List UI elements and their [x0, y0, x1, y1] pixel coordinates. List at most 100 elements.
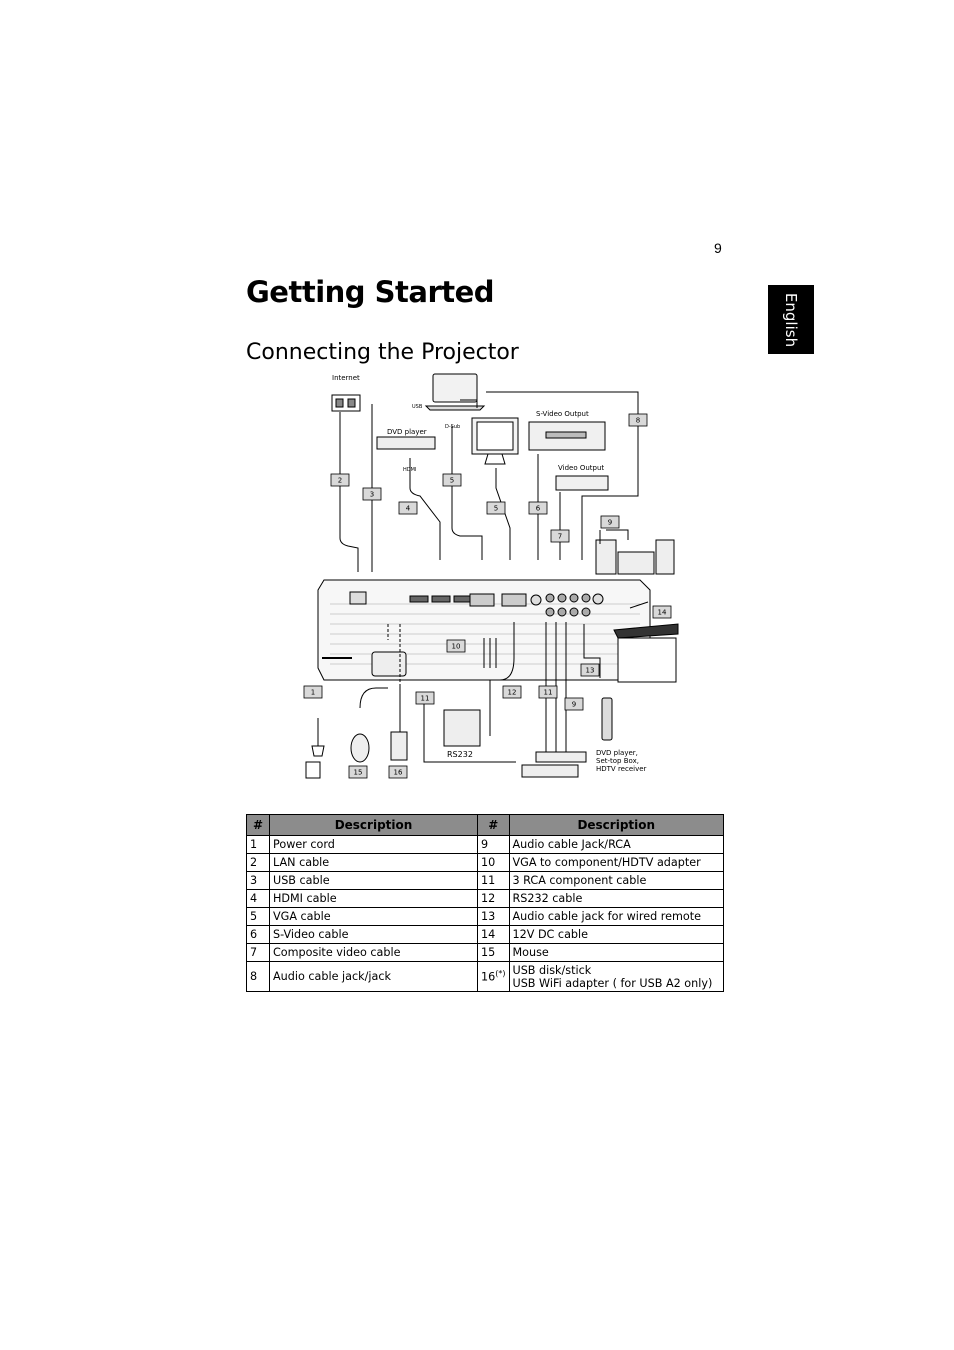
- item-number-value: 16: [481, 970, 496, 984]
- item-number-value: 13: [481, 910, 496, 923]
- item-description: RS232 cable: [508, 889, 724, 908]
- label-s-video-output: S-Video Output: [536, 410, 589, 418]
- item-number: 9: [477, 835, 510, 854]
- label-dsub: D-Sub: [445, 424, 460, 430]
- callout-box: [564, 697, 584, 711]
- callout-number: 10: [452, 643, 461, 651]
- callout-number: 12: [508, 689, 517, 697]
- item-description-line: USB disk/stick: [512, 963, 592, 977]
- item-number: 6: [246, 925, 270, 944]
- label-hdmi: HDMI: [403, 467, 416, 473]
- item-description-line: Mouse: [512, 946, 549, 959]
- callout-box: [388, 765, 408, 779]
- callout-box: [538, 685, 558, 699]
- power-outlet-icon: [305, 761, 321, 779]
- item-description: Audio cable jack for wired remote: [508, 907, 724, 926]
- callout-box: [362, 487, 382, 501]
- callout-number: 2: [338, 477, 342, 485]
- callout-box: [580, 663, 600, 677]
- remote-icon: [601, 697, 613, 741]
- callout-number: 7: [558, 533, 562, 541]
- item-number-value: 9: [481, 838, 489, 851]
- callout-number: 8: [636, 417, 640, 425]
- item-description: LAN cable: [269, 853, 478, 872]
- callout-number: 3: [370, 491, 374, 499]
- item-description-line: Audio cable Jack/RCA: [512, 838, 631, 851]
- callout-number: 4: [406, 505, 411, 513]
- header-description-2: Description: [508, 814, 724, 836]
- label-rs232: RS232: [447, 750, 473, 759]
- item-number: 2: [246, 853, 270, 872]
- callout-number: 13: [586, 667, 595, 675]
- item-number: 1: [246, 835, 270, 854]
- item-number-value: 12: [481, 892, 496, 905]
- item-description: 12V DC cable: [508, 925, 724, 944]
- callout-number: 11: [544, 689, 553, 697]
- callout-box: [330, 473, 350, 487]
- item-number: 11: [477, 871, 510, 890]
- callout-number: 1: [311, 689, 315, 697]
- callout-number: 11: [421, 695, 430, 703]
- callout-number: 5: [494, 505, 498, 513]
- callout-box: [528, 501, 548, 515]
- item-description: Power cord: [269, 835, 478, 854]
- callout-number: 6: [536, 505, 541, 513]
- item-number: 14: [477, 925, 510, 944]
- item-description-line: RS232 cable: [512, 892, 583, 905]
- item-number: 3: [246, 871, 270, 890]
- callout-box: [398, 501, 418, 515]
- language-tab-label: English: [782, 292, 801, 347]
- video-source-icon: [555, 475, 609, 491]
- item-description: Composite video cable: [269, 943, 478, 962]
- item-description: VGA to component/HDTV adapter: [508, 853, 724, 872]
- item-number: 13: [477, 907, 510, 926]
- item-number: 7: [246, 943, 270, 962]
- usb-stick-icon: [390, 731, 408, 761]
- item-description: Audio cable jack/jack: [269, 961, 478, 992]
- callout-box: [600, 515, 620, 529]
- item-number-value: 10: [481, 856, 496, 869]
- callout-box: [446, 639, 466, 653]
- label-video-output: Video Output: [558, 464, 604, 472]
- footnote-marker: (*): [495, 969, 506, 979]
- item-description-line: Audio cable jack for wired remote: [512, 910, 702, 923]
- table-header-row: # Description # Description: [246, 814, 724, 836]
- item-description-line: USB WiFi adapter ( for USB A2 only): [512, 976, 713, 990]
- callout-box: [550, 529, 570, 543]
- header-number-2: #: [477, 814, 510, 836]
- callout-box: [486, 501, 506, 515]
- callout-box: [652, 605, 672, 619]
- item-description: S-Video cable: [269, 925, 478, 944]
- item-number-value: 14: [481, 928, 496, 941]
- callout-box: [415, 691, 435, 705]
- item-description: Mouse: [508, 943, 724, 962]
- callout-number: 5: [450, 477, 454, 485]
- callout-box: [502, 685, 522, 699]
- item-description: USB cable: [269, 871, 478, 890]
- item-number: 16(*): [477, 961, 510, 992]
- header-number-1: #: [246, 814, 270, 836]
- item-number: 12: [477, 889, 510, 908]
- item-description-line: 12V DC cable: [512, 928, 589, 941]
- callout-number: 9: [608, 519, 612, 527]
- header-description-1: Description: [269, 814, 478, 836]
- laptop-icon: [432, 373, 478, 403]
- item-description: 3 RCA component cable: [508, 871, 724, 890]
- item-number-value: 15: [481, 946, 496, 959]
- label-dvd-player: DVD player: [387, 428, 427, 436]
- label-dvd-settop-2: Set-top Box,: [596, 757, 639, 765]
- rs232-device-icon: [443, 709, 481, 747]
- item-number: 4: [246, 889, 270, 908]
- callout-number: 9: [572, 701, 576, 709]
- item-number-value: 11: [481, 874, 496, 887]
- page-number: 9: [714, 240, 722, 256]
